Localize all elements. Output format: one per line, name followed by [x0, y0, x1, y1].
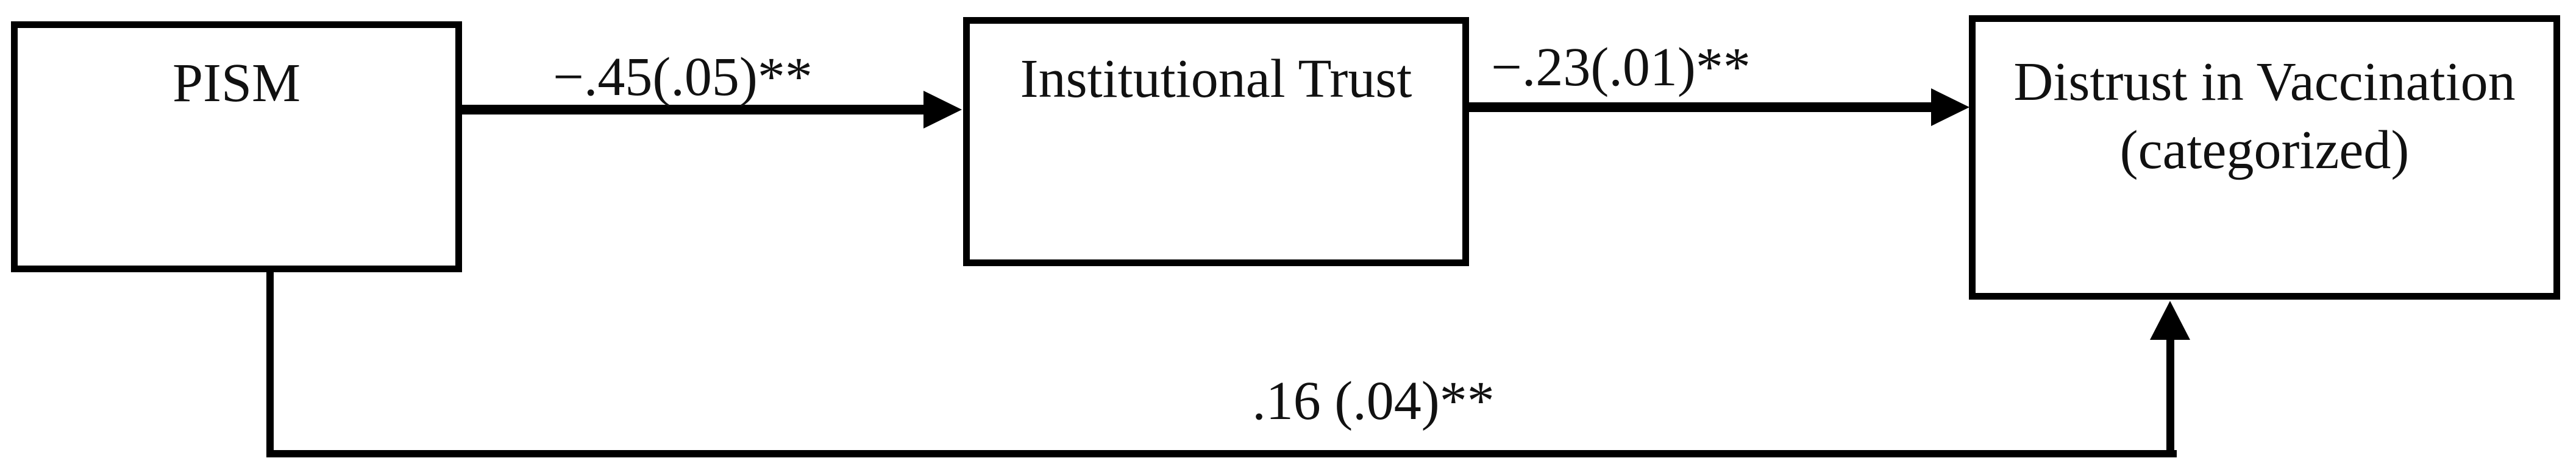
edge-c-coefficient-label: .16 (.04)** — [1252, 371, 1495, 431]
arrowhead-up-icon — [2150, 301, 2190, 340]
edge-c-vertical-drop-line — [266, 272, 274, 454]
node-label-distrust-line2: (categorized) — [2119, 120, 2410, 180]
arrowhead-right-icon — [923, 91, 962, 129]
node-box-pism: PISM — [11, 21, 462, 272]
edge-c-vertical-rise-line — [2166, 338, 2174, 457]
edge-b-coefficient-label: −.23(.01)** — [1491, 37, 1751, 97]
node-label-institutional-trust: Institutional Trust — [1020, 49, 1412, 109]
node-label-distrust-line1: Distrust in Vaccination — [2013, 52, 2516, 112]
node-label-distrust-vaccination: Distrust in Vaccination (categorized) — [1976, 48, 2553, 185]
node-box-institutional-trust: Institutional Trust — [963, 17, 1469, 266]
edge-a-line — [462, 105, 923, 114]
node-box-distrust-vaccination: Distrust in Vaccination (categorized) — [1969, 15, 2560, 300]
node-label-pism: PISM — [172, 53, 301, 113]
edge-a-coefficient-label: −.45(.05)** — [553, 47, 813, 107]
edge-b-line — [1469, 102, 1931, 112]
edge-c-horizontal-line — [266, 450, 2177, 457]
arrowhead-right-icon — [1931, 88, 1969, 126]
